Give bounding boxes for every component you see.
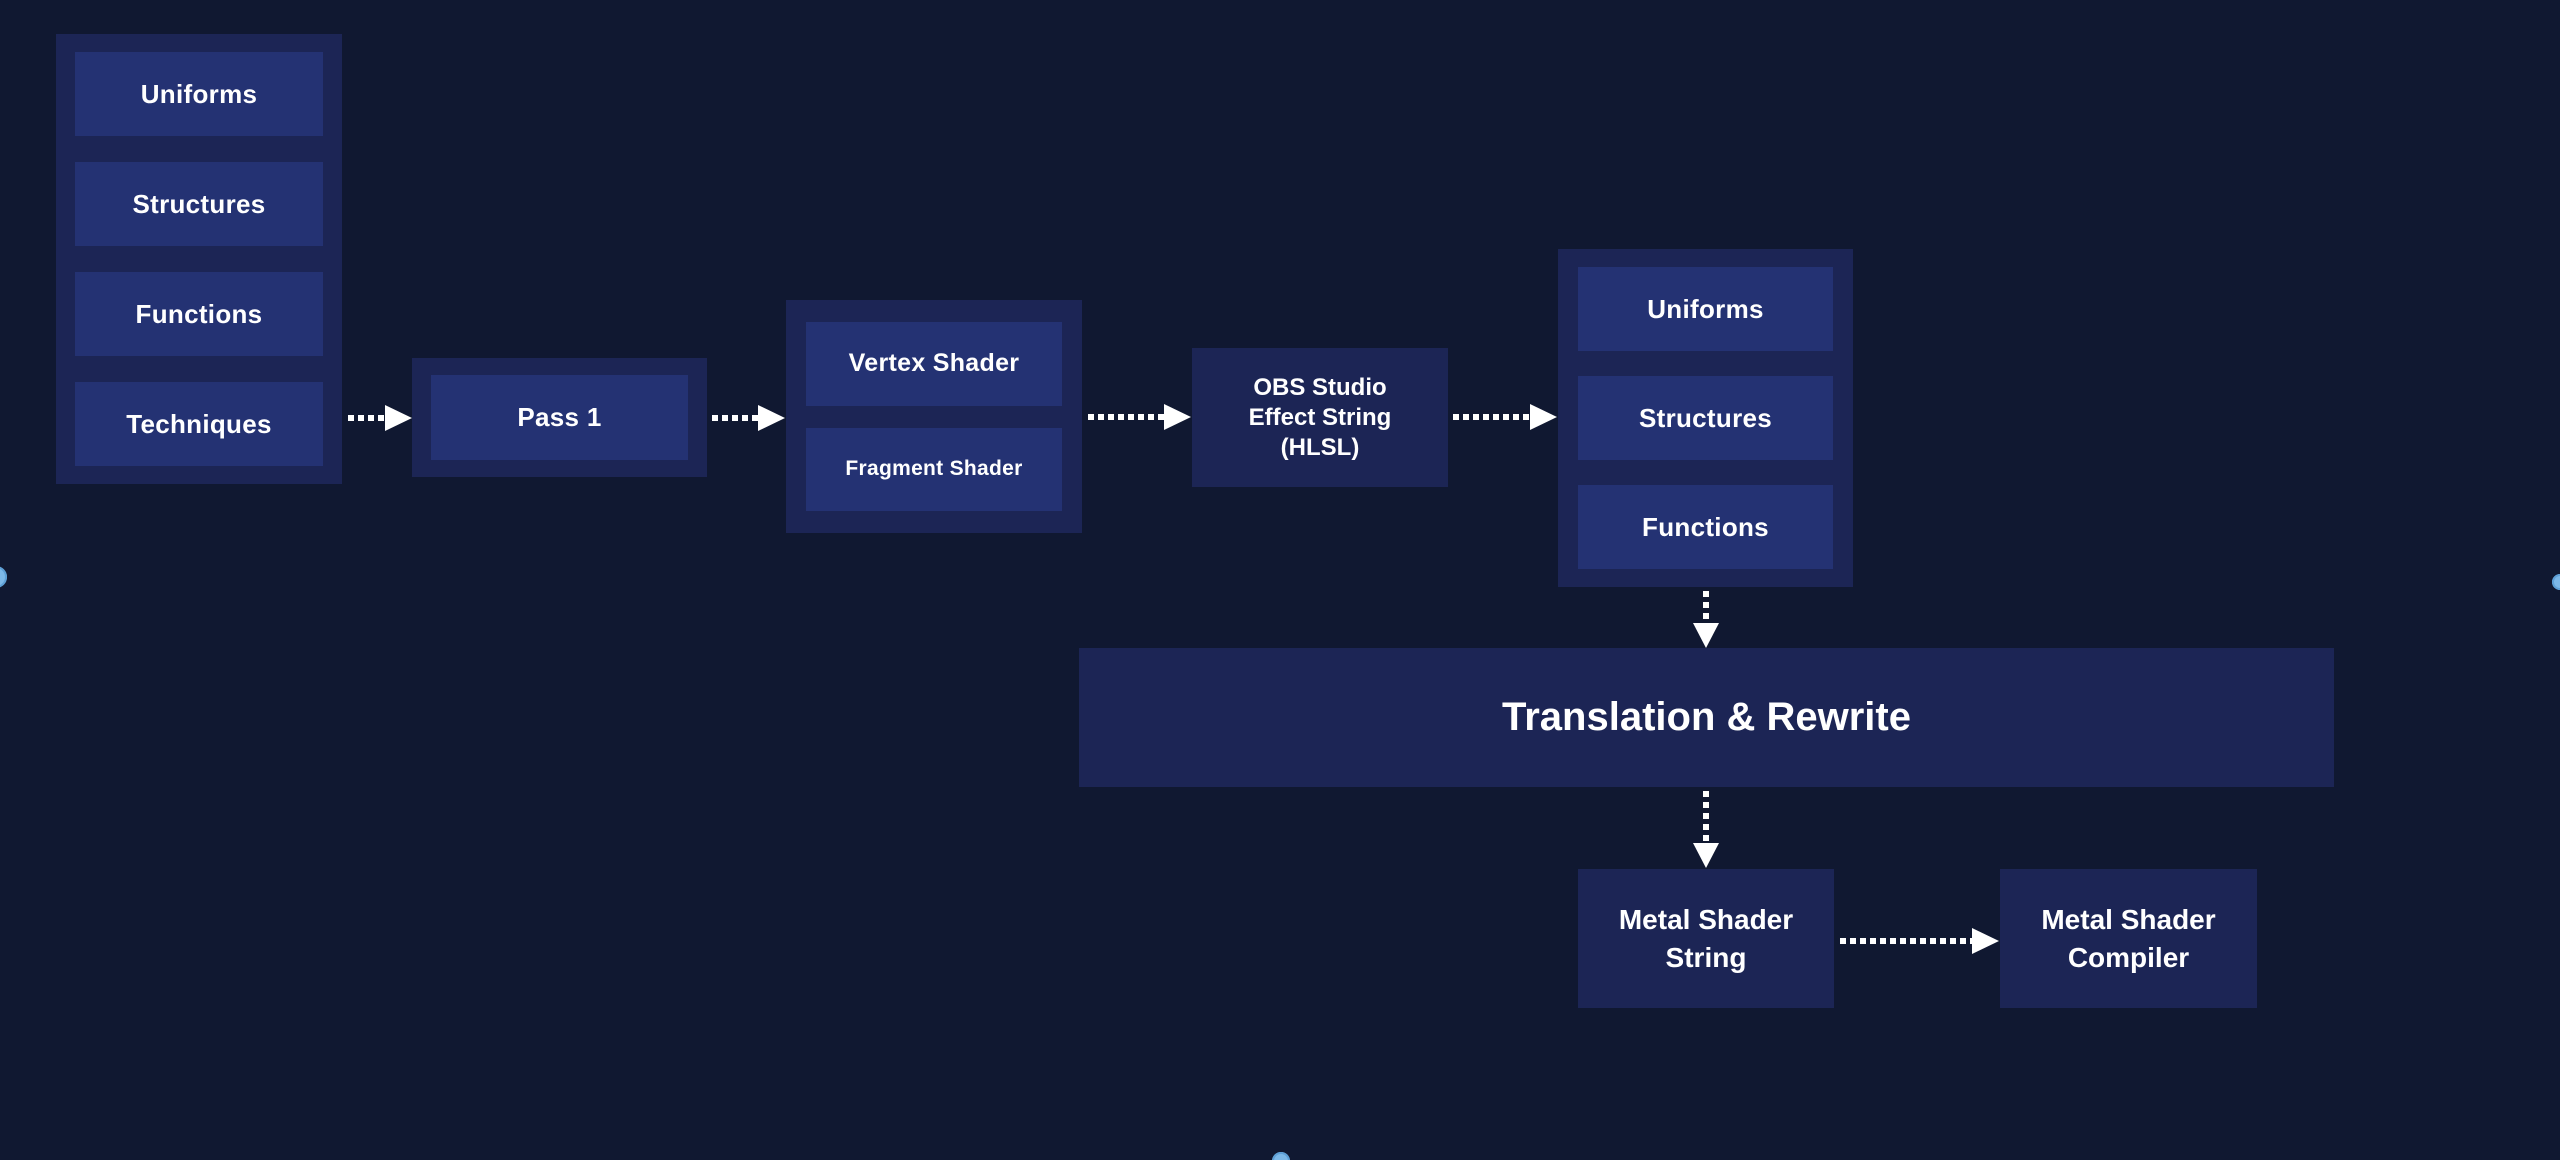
arrowhead-right-icon [1164, 404, 1191, 430]
edge-handle-left[interactable] [0, 566, 7, 588]
box-pass1-label: Pass 1 [517, 402, 602, 432]
arrowhead-down-icon [1693, 623, 1719, 648]
dotted-line [1703, 791, 1709, 843]
arrow-pass1-to-shaders-icon [712, 404, 785, 432]
dotted-line [1840, 938, 1972, 944]
box-vertex-shader: Vertex Shader [806, 322, 1062, 406]
metal-string-line2: String [1665, 941, 1747, 973]
arrowhead-right-icon [1972, 928, 1999, 954]
metal-string-line1: Metal Shader [1618, 903, 1794, 935]
box-parsed-uniforms-label: Uniforms [1647, 293, 1764, 324]
edge-handle-bottom[interactable] [1272, 1152, 1290, 1160]
box-parsed-structures-label: Structures [1638, 402, 1773, 433]
box-vertex-shader-label: Vertex Shader [848, 349, 1020, 378]
box-parsed-uniforms: Uniforms [1578, 267, 1833, 351]
arrow-obs-to-parsed-icon [1453, 403, 1557, 431]
box-uniforms-label: Uniforms [140, 78, 258, 109]
obs-effect-string-node: OBS Studio Effect String (HLSL) [1192, 348, 1448, 487]
arrowhead-right-icon [758, 405, 785, 431]
arrowhead-right-icon [385, 405, 412, 431]
metal-shader-compiler-node: Metal Shader Compiler [2000, 869, 2257, 1008]
edge-handle-right[interactable] [2552, 574, 2560, 590]
metal-compiler-line1: Metal Shader [2041, 903, 2216, 935]
effect-source-group: Uniforms Structures Functions Techniques [56, 34, 342, 484]
obs-node-line1: OBS Studio [1253, 373, 1387, 401]
box-parsed-structures: Structures [1578, 376, 1833, 460]
obs-node-line2: Effect String [1248, 403, 1392, 431]
box-parsed-functions-label: Functions [1642, 511, 1769, 542]
arrow-translation-to-metal-string-icon [1693, 791, 1719, 868]
box-techniques-label: Techniques [126, 408, 272, 439]
dotted-line [348, 415, 385, 421]
box-structures-label: Structures [132, 188, 266, 219]
pass1-group: Pass 1 [412, 358, 707, 477]
arrow-metal-string-to-compiler-icon [1840, 927, 1999, 955]
dotted-line [1453, 414, 1530, 420]
box-parsed-functions: Functions [1578, 485, 1833, 569]
box-pass1: Pass 1 [431, 375, 688, 460]
arrowhead-right-icon [1530, 404, 1557, 430]
arrow-shaders-to-obs-icon [1088, 403, 1191, 431]
dotted-line [1703, 591, 1709, 623]
metal-shader-string-node: Metal Shader String [1578, 869, 1834, 1008]
box-uniforms: Uniforms [75, 52, 323, 136]
box-fragment-shader: Fragment Shader [806, 427, 1062, 511]
box-fragment-shader-label: Fragment Shader [845, 457, 1023, 481]
box-functions: Functions [75, 272, 323, 356]
arrowhead-down-icon [1693, 843, 1719, 868]
arrow-techniques-to-pass1-icon [348, 404, 412, 432]
arrow-parsed-to-translation-icon [1693, 591, 1719, 648]
translation-rewrite-label: Translation & Rewrite [1502, 695, 1911, 739]
obs-node-line3: (HLSL) [1280, 433, 1360, 461]
box-functions-label: Functions [135, 298, 263, 329]
dotted-line [712, 415, 758, 421]
translation-rewrite-node: Translation & Rewrite [1079, 648, 2334, 787]
parsed-group: Uniforms Structures Functions [1558, 249, 1853, 587]
box-techniques: Techniques [75, 382, 323, 466]
dotted-line [1088, 414, 1164, 420]
box-structures: Structures [75, 162, 323, 246]
metal-compiler-line2: Compiler [2067, 941, 2190, 973]
shader-group: Vertex Shader Fragment Shader [786, 300, 1082, 533]
